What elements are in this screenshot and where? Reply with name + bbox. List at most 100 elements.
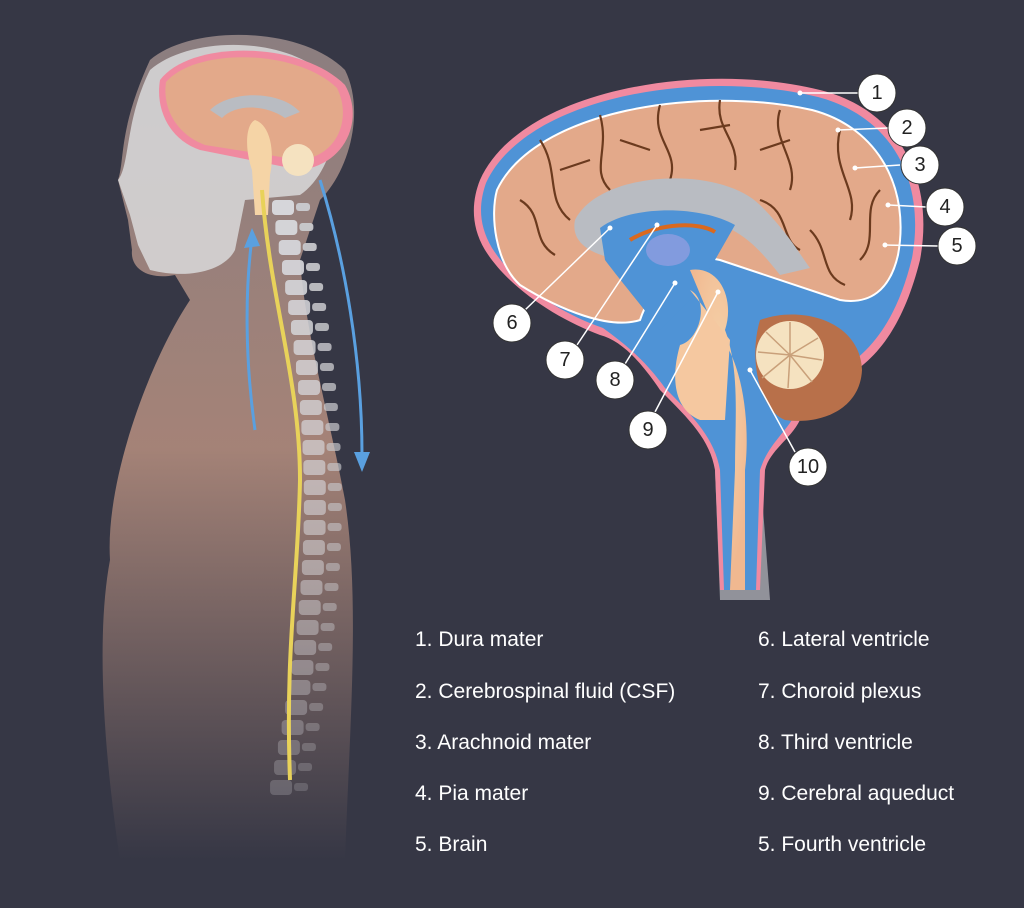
vertebra (303, 460, 326, 475)
svg-text:10: 10 (797, 456, 819, 478)
legend-item: 7. Choroid plexus (758, 680, 922, 703)
vertebra-process (327, 463, 342, 471)
small-brain (165, 57, 343, 160)
callout-3: 3 (900, 145, 940, 185)
csf-flow-arrows (244, 179, 370, 472)
callout-2: 2 (887, 108, 927, 148)
vertebra (303, 480, 326, 495)
vertebra (285, 280, 308, 295)
callout-5: 5 (937, 226, 977, 266)
vertebra (281, 720, 304, 735)
svg-text:4: 4 (939, 196, 950, 218)
vertebra (293, 340, 316, 355)
vertebra-process (324, 583, 339, 591)
brain-cross-section (473, 78, 924, 600)
legend-item: 1. Dura mater (415, 628, 544, 651)
vertebra-process (325, 563, 340, 571)
vertebra (302, 540, 325, 555)
vertebra-process (326, 543, 341, 551)
choroid-plexus (628, 223, 717, 242)
callout-7: 7 (545, 340, 585, 380)
vertebra-process (305, 263, 320, 271)
vertebra-process (315, 663, 330, 671)
vertebra (288, 680, 311, 695)
vertebra (281, 260, 304, 275)
vertebra (301, 420, 324, 435)
callout-1: 1 (857, 73, 897, 113)
vertebra-process (327, 523, 342, 531)
vertebra-process (299, 223, 314, 231)
arrow-down-icon (318, 179, 364, 456)
vertebra (302, 440, 325, 455)
vertebra (303, 500, 326, 515)
legend-item: 9. Cerebral aqueduct (758, 782, 955, 805)
vertebra-process (312, 303, 327, 311)
lateral-ventricle (574, 178, 810, 275)
callout-4: 4 (925, 187, 965, 227)
vertebra (296, 620, 319, 635)
legend-item: 3. Arachnoid mater (415, 731, 592, 754)
vertebra-process (327, 503, 342, 511)
vertebra (300, 580, 323, 595)
vertebra-process (320, 623, 335, 631)
vertebra-process (312, 683, 327, 691)
vertebra-process (309, 283, 324, 291)
legend-item: 2. Cerebrospinal fluid (CSF) (415, 680, 676, 703)
vertebra (275, 220, 298, 235)
vertebra (290, 320, 313, 335)
vertebra-process (322, 383, 337, 391)
svg-text:6: 6 (506, 312, 517, 334)
vertebra-process (294, 783, 309, 791)
svg-text:5: 5 (951, 235, 962, 257)
vertebra (291, 660, 314, 675)
svg-text:7: 7 (559, 349, 570, 371)
vertebra-process (317, 343, 332, 351)
callout-8: 8 (595, 360, 635, 400)
legend-item: 5. Fourth ventricle (758, 833, 927, 856)
vertebra (278, 240, 301, 255)
svg-text:2: 2 (901, 117, 912, 139)
vertebra (272, 200, 294, 215)
vertebra-process (319, 363, 334, 371)
callout-6: 6 (492, 303, 532, 343)
vertebra-process (301, 743, 316, 751)
legend-item: 8. Third ventricle (758, 731, 913, 754)
vertebra-process (323, 403, 338, 411)
vertebra-process (296, 203, 310, 211)
vertebra (270, 780, 293, 795)
callout-10: 10 (788, 447, 828, 487)
vertebra (288, 300, 311, 315)
vertebra-process (314, 323, 329, 331)
spine (270, 200, 342, 795)
svg-text:3: 3 (914, 154, 925, 176)
spinal-cord (260, 189, 303, 781)
vertebra-process (318, 643, 333, 651)
vertebra-process (322, 603, 337, 611)
vertebra (299, 400, 322, 415)
arrow-up-icon (245, 237, 257, 431)
callout-9: 9 (628, 410, 668, 450)
vertebra (274, 760, 297, 775)
vertebra (294, 640, 317, 655)
legend-item: 4. Pia mater (415, 782, 529, 805)
vertebra-process (325, 423, 340, 431)
legend-item: 5. Brain (415, 833, 488, 856)
vertebra-process (298, 763, 313, 771)
vertebra-process (327, 483, 342, 491)
vertebra-process (326, 443, 341, 451)
vertebra (301, 560, 324, 575)
vertebra (298, 600, 321, 615)
ventricle-blue (600, 210, 735, 330)
leader-lines (524, 92, 939, 453)
vertebra-process (302, 243, 317, 251)
vertebra (298, 380, 321, 395)
vertebra-process (309, 703, 324, 711)
vertebra-process (305, 723, 320, 731)
svg-text:9: 9 (642, 419, 653, 441)
svg-text:8: 8 (609, 369, 620, 391)
legend-item: 6. Lateral ventricle (758, 628, 930, 651)
vertebra (295, 360, 318, 375)
small-brainstem (247, 120, 272, 215)
vertebra (303, 520, 326, 535)
